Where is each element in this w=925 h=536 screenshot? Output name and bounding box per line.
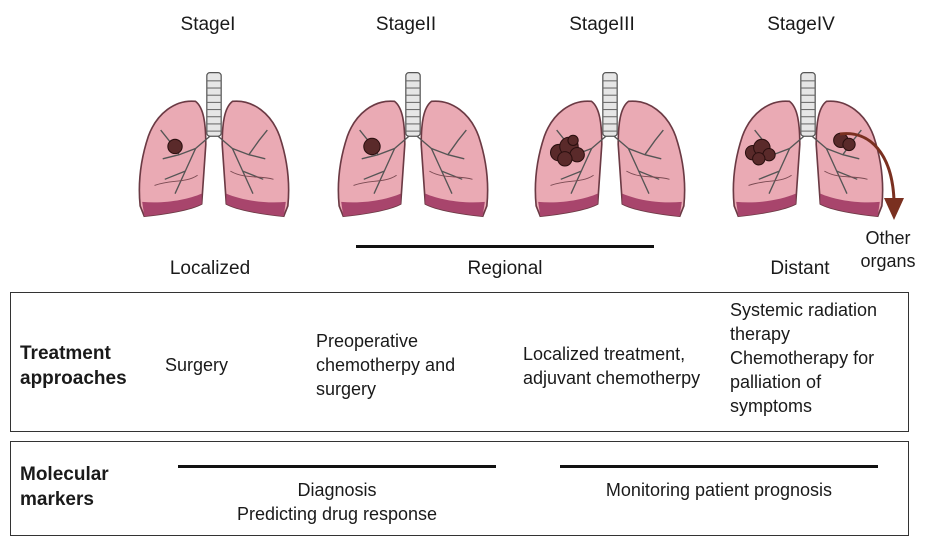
stage-1-title: StageI — [138, 14, 278, 36]
late-markers-line — [560, 465, 878, 468]
early-markers-text: Diagnosis Predicting drug response — [178, 478, 496, 526]
regional-bracket-line — [356, 245, 654, 248]
distant-label: Distant — [755, 258, 845, 280]
stage-2-title: StageII — [336, 14, 476, 36]
stage-3-title: StageIII — [532, 14, 672, 36]
treatment-stage4: Systemic radiation therapy Chemotherapy … — [730, 298, 877, 418]
stage-4-title: StageIV — [731, 14, 871, 36]
tumor-small — [364, 138, 380, 154]
other-organs-label: Other organs — [852, 227, 924, 273]
tumor-small — [168, 139, 182, 153]
localized-label: Localized — [150, 258, 270, 280]
molecular-markers-label: Molecular markers — [20, 462, 109, 512]
treatment-approaches-label: Treatment approaches — [20, 341, 127, 391]
treatment-stage2: Preoperative chemotherpy and surgery — [316, 329, 455, 401]
early-markers-line — [178, 465, 496, 468]
stage-3-lungs — [530, 72, 690, 222]
regional-label: Regional — [440, 258, 570, 280]
stage-2-lungs — [333, 72, 493, 222]
stage-1-lungs — [134, 72, 294, 222]
late-markers-text: Monitoring patient prognosis — [560, 478, 878, 502]
metastasis-arrow — [840, 120, 920, 225]
treatment-stage3: Localized treatment, adjuvant chemotherp… — [523, 342, 700, 390]
treatment-stage1: Surgery — [165, 353, 228, 377]
